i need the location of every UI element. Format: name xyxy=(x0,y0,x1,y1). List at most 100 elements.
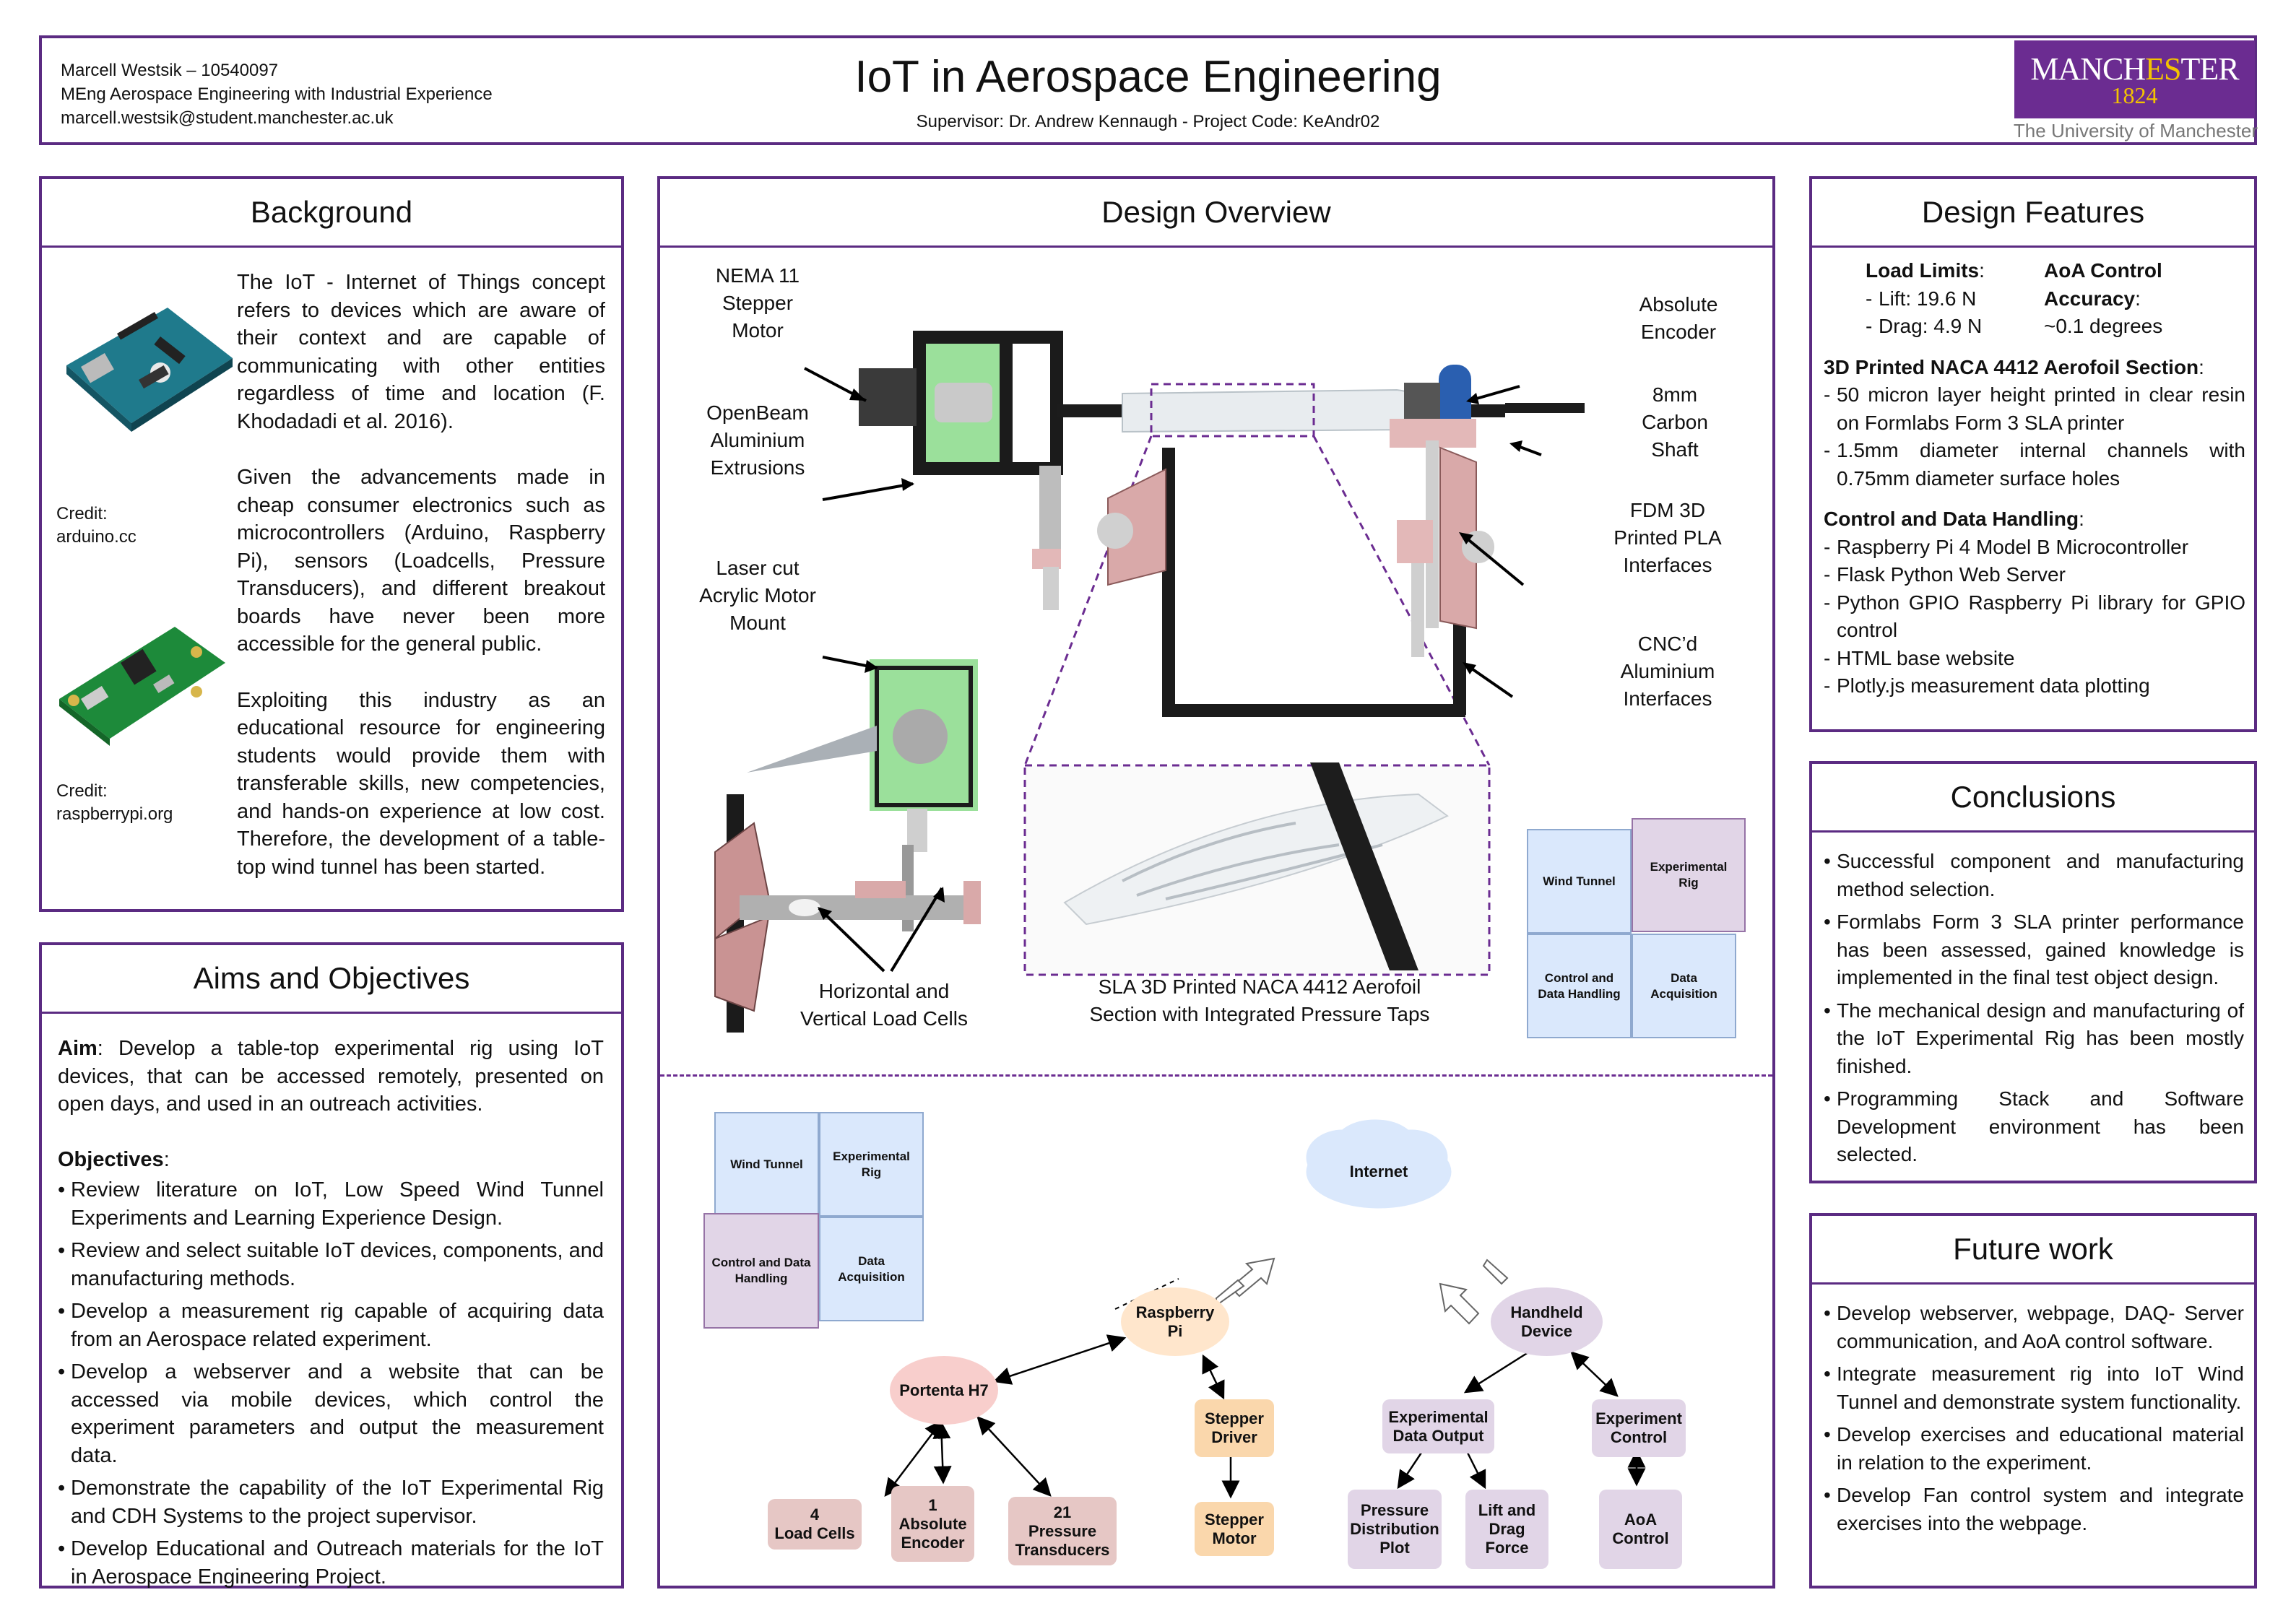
logo-caption: The University of Manchester xyxy=(2013,120,2258,142)
cdh-item: Plotly.js measurement data plotting xyxy=(1824,672,2245,700)
label-sla-section: SLA 3D Printed NACA 4412 Aerofoil Sectio… xyxy=(1089,975,1430,1025)
node-pressure-distribution-plot: Pressure Distribution Plot xyxy=(1348,1490,1442,1569)
credit-raspberrypi: Credit: raspberrypi.org xyxy=(56,780,173,826)
credit-rpi-source: raspberrypi.org xyxy=(56,804,173,824)
future-work-heading: Future work xyxy=(1812,1216,2254,1285)
naca-item: 50 micron layer height printed in clear … xyxy=(1824,381,2245,437)
label-fdm-interfaces: FDM 3D Printed PLA Interfaces xyxy=(1613,499,1722,576)
conclusion-item: Successful component and manufacturing m… xyxy=(1824,848,2244,903)
future-item: Integrate measurement rig into IoT Wind … xyxy=(1824,1360,2244,1416)
objectives-label: Objectives xyxy=(58,1147,164,1171)
objective-item: Develop a webserver and a website that c… xyxy=(58,1358,604,1469)
logo-year: 1824 xyxy=(2111,82,2158,108)
logo-text-b: ES xyxy=(2145,51,2181,87)
background-paragraph-3: Exploiting this industry as an education… xyxy=(237,688,605,879)
label-load-cells: Horizontal and Vertical Load Cells xyxy=(800,980,968,1030)
design-features-heading: Design Features xyxy=(1812,179,2254,248)
node-stepper-driver: Stepper Driver xyxy=(1195,1399,1274,1457)
objectives-heading: Objectives: xyxy=(58,1147,170,1171)
conclusion-item: Formlabs Form 3 SLA printer performance … xyxy=(1824,908,2244,992)
background-section: Background Credit: arduino.cc Credit: ra… xyxy=(39,176,624,912)
aims-section: Aims and Objectives Aim: Develop a table… xyxy=(39,942,624,1589)
features-top-row: Load Limits: Lift: 19.6 N Drag: 4.9 N Ao… xyxy=(1824,257,2245,341)
future-item: Develop webserver, webpage, DAQ- Server … xyxy=(1824,1300,2244,1355)
quad-control-data: Control and Data Handling xyxy=(1527,934,1632,1038)
node-aoa-control: AoA Control xyxy=(1599,1490,1682,1569)
quad-data-acquisition: Data Acquisition xyxy=(819,1217,924,1321)
credit-arduino-label: Credit: xyxy=(56,504,108,523)
conclusions-list: Successful component and manufacturing m… xyxy=(1824,848,2244,1174)
objective-item: Develop Educational and Outreach materia… xyxy=(58,1535,604,1591)
aoa-heading: AoA Control Accuracy: xyxy=(2044,259,2162,310)
credit-rpi-label: Credit: xyxy=(56,781,108,801)
naca-list: 50 micron layer height printed in clear … xyxy=(1824,381,2245,492)
cdh-item: Flask Python Web Server xyxy=(1824,561,2245,589)
load-limits-heading: Load Limits: xyxy=(1866,259,1985,282)
poster-subtitle: Supervisor: Dr. Andrew Kennaugh - Projec… xyxy=(916,112,1380,131)
node-lift-drag-force: Lift and Drag Force xyxy=(1465,1490,1548,1569)
label-openbeam: OpenBeam Aluminium Extrusions xyxy=(706,401,809,479)
node-absolute-encoder: 1 Absolute Encoder xyxy=(891,1486,974,1562)
node-portenta: Portenta H7 xyxy=(890,1356,998,1425)
objective-item: Review and select suitable IoT devices, … xyxy=(58,1237,604,1292)
cdh-item: Raspberry Pi 4 Model B Microcontroller xyxy=(1824,534,2245,562)
node-internet: Internet xyxy=(1349,1162,1408,1181)
load-limits-label: Load Limits xyxy=(1866,259,1980,282)
node-load-cells: 4 Load Cells xyxy=(768,1499,862,1550)
objective-item: Review literature on IoT, Low Speed Wind… xyxy=(58,1176,604,1232)
system-quadrant-small: Wind Tunnel Experimental Rig Control and… xyxy=(1527,818,1746,1038)
cdh-list: Raspberry Pi 4 Model B Microcontroller F… xyxy=(1824,534,2245,700)
background-paragraph-1: The IoT - Internet of Things concept ref… xyxy=(237,271,605,433)
network-connectors xyxy=(884,1119,1646,1499)
design-overview-section: Design Overview xyxy=(657,176,1775,1589)
aims-body: Aim: Develop a table-top experimental ri… xyxy=(58,1035,604,1596)
conclusion-item: Programming Stack and Software Developme… xyxy=(1824,1085,2244,1169)
poster-title: IoT in Aerospace Engineering xyxy=(854,52,1442,102)
future-work-list: Develop webserver, webpage, DAQ- Server … xyxy=(1824,1300,2244,1542)
aoa-block: AoA Control Accuracy: ~0.1 degrees xyxy=(2044,257,2232,341)
header-bar: Marcell Westsik – 10540097 MEng Aerospac… xyxy=(39,35,2257,145)
objective-item: Demonstrate the capability of the IoT Ex… xyxy=(58,1474,604,1530)
email-line: marcell.westsik@student.manchester.ac.uk xyxy=(61,108,394,128)
naca-heading: 3D Printed NACA 4412 Aerofoil Section: xyxy=(1824,355,2204,378)
node-handheld-device: Handheld Device xyxy=(1491,1287,1603,1356)
naca-label: 3D Printed NACA 4412 Aerofoil Section xyxy=(1824,355,2199,378)
quad-experimental-rig: Experimental Rig xyxy=(819,1112,924,1217)
aims-heading: Aims and Objectives xyxy=(42,945,621,1014)
logo-text-a: MANCH xyxy=(2030,51,2146,87)
design-features-section: Design Features Load Limits: Lift: 19.6 … xyxy=(1809,176,2257,732)
rig-cad-illustration xyxy=(714,331,1585,1033)
credit-arduino: Credit: arduino.cc xyxy=(56,503,137,549)
label-cnc-interfaces: CNC’d Aluminium Interfaces xyxy=(1620,633,1715,710)
label-absolute-encoder: Absolute Encoder xyxy=(1639,293,1718,343)
label-acrylic-mount: Laser cut Acrylic Motor Mount xyxy=(699,557,816,634)
system-quadrant-large: Wind Tunnel Experimental Rig Control and… xyxy=(703,1112,924,1343)
degree-line: MEng Aerospace Engineering with Industri… xyxy=(61,84,493,104)
cdh-item: HTML base website xyxy=(1824,645,2245,673)
naca-item: 1.5mm diameter internal channels with 0.… xyxy=(1824,437,2245,492)
background-text: The IoT - Internet of Things concept ref… xyxy=(237,269,605,881)
load-limit-item: Drag: 4.9 N xyxy=(1866,313,2044,341)
cdh-heading: Control and Data Handling: xyxy=(1824,508,2084,530)
node-experiment-control: Experiment Control xyxy=(1592,1399,1686,1457)
design-overview-heading: Design Overview xyxy=(660,179,1772,248)
background-paragraph-2: Given the advancements made in cheap con… xyxy=(237,466,605,656)
quad-experimental-rig: Experimental Rig xyxy=(1632,818,1746,932)
author-name: Marcell Westsik – 10540097 xyxy=(61,61,279,80)
conclusions-heading: Conclusions xyxy=(1812,764,2254,833)
quad-control-data: Control and Data Handling xyxy=(703,1213,819,1329)
background-heading: Background xyxy=(42,179,621,248)
logo-text-c: TER xyxy=(2180,51,2240,87)
aim-paragraph: Aim: Develop a table-top experimental ri… xyxy=(58,1035,604,1118)
label-carbon-shaft: 8mm Carbon Shaft xyxy=(1642,383,1708,461)
objective-item: Develop a measurement rig capable of acq… xyxy=(58,1298,604,1353)
quad-data-acquisition: Data Acquisition xyxy=(1632,934,1736,1038)
node-raspberry-pi: Raspberry Pi xyxy=(1121,1287,1229,1356)
future-item: Develop exercises and educational materi… xyxy=(1824,1421,2244,1477)
aim-label: Aim xyxy=(58,1037,98,1060)
conclusion-item: The mechanical design and manufacturing … xyxy=(1824,997,2244,1081)
label-nema-motor: NEMA 11 Stepper Motor xyxy=(715,264,800,342)
quad-wind-tunnel: Wind Tunnel xyxy=(1527,829,1632,934)
section-divider xyxy=(660,1074,1772,1077)
aim-text: : Develop a table-top experimental rig u… xyxy=(58,1037,604,1116)
